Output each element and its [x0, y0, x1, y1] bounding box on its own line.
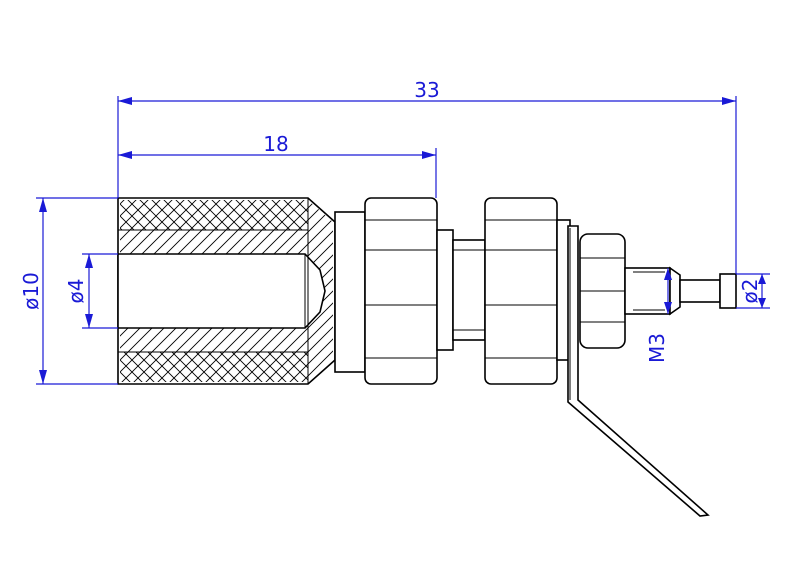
shaft: [436, 229, 486, 351]
hex-nut-2: [484, 197, 558, 385]
neck: [334, 211, 366, 373]
dim-body-length: 18: [263, 132, 288, 156]
threaded-stud: [624, 266, 681, 316]
dim-hole-diameter: ø4: [64, 279, 88, 304]
solder-lug: [567, 225, 710, 517]
dimension-lines: [36, 96, 770, 385]
hex-nut-1: [364, 197, 438, 385]
dim-overall-length: 33: [414, 78, 439, 102]
dim-outer-diameter: ø10: [19, 272, 43, 310]
small-hex-nut: [579, 233, 626, 349]
dim-pin-diameter: ø2: [738, 279, 762, 304]
solder-pin: [679, 273, 737, 309]
dim-thread: M3: [645, 333, 669, 363]
knurled-cap: [117, 197, 336, 385]
